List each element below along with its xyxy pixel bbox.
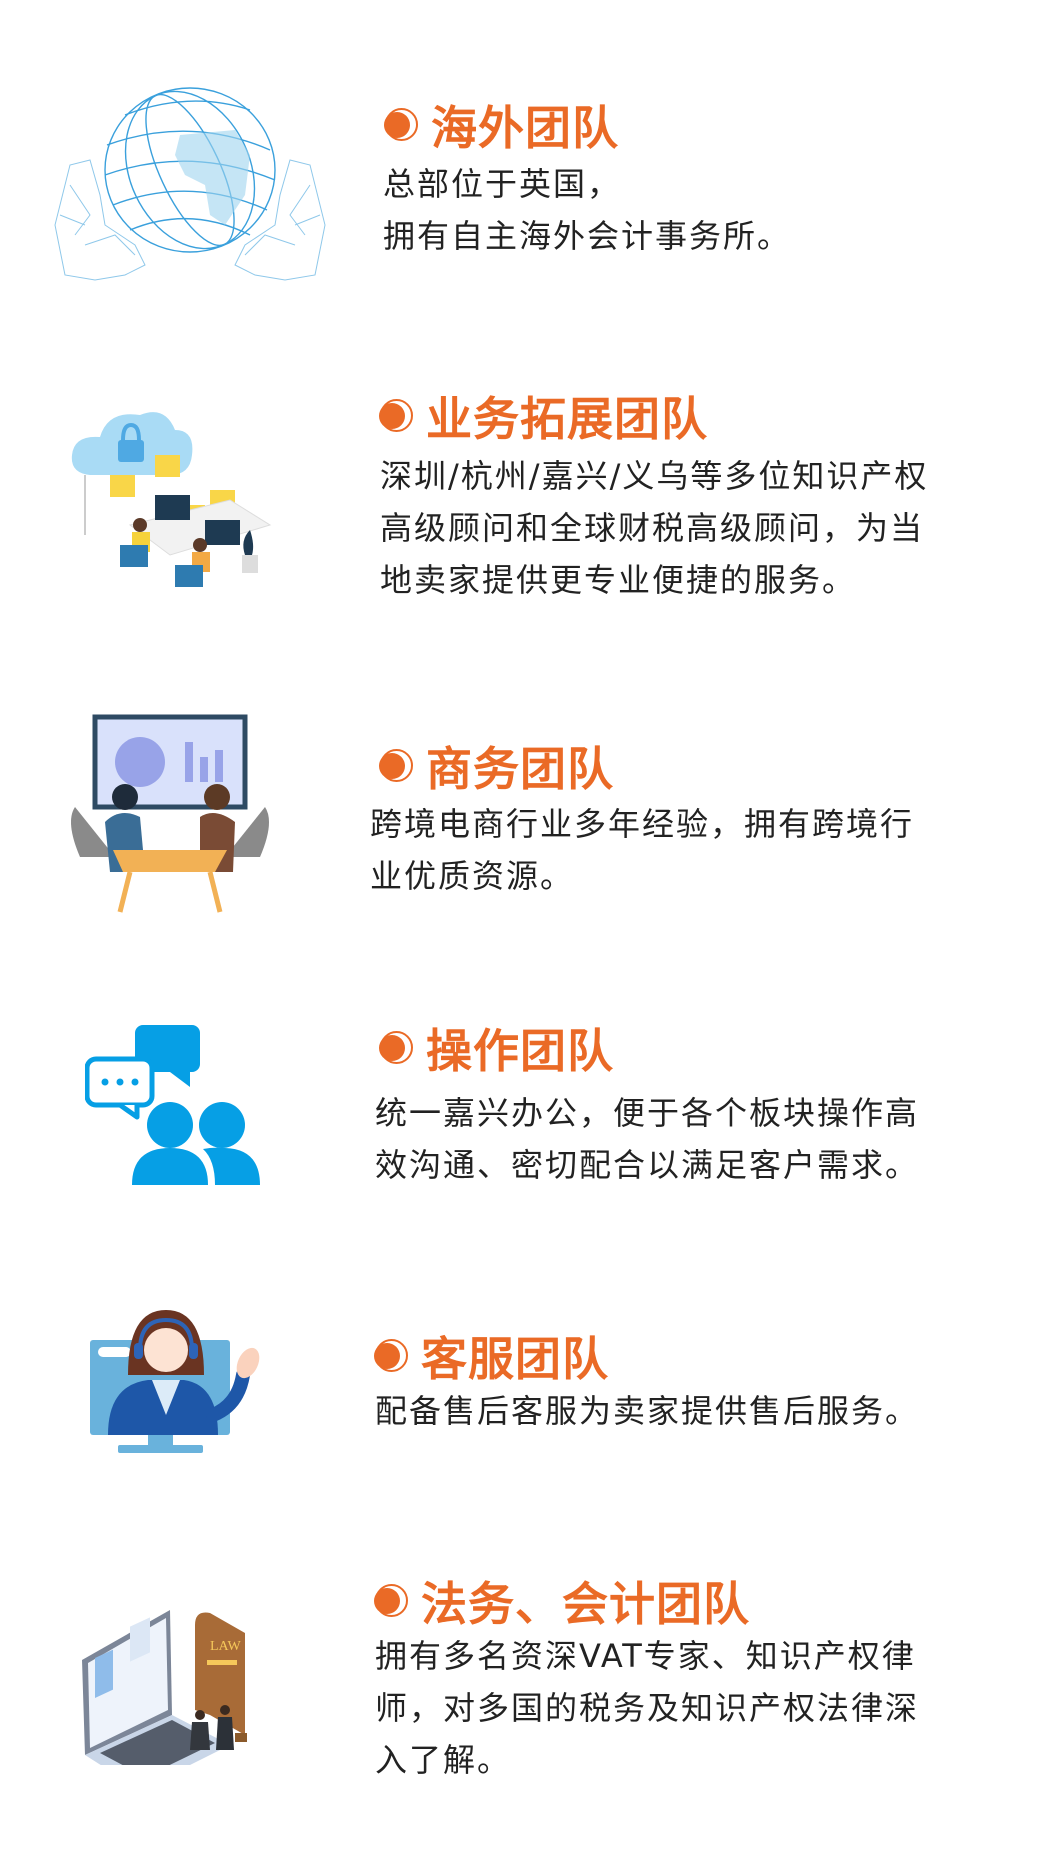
section-title: 法务、会计团队	[421, 1577, 750, 1631]
section-heading: 客服团队	[373, 1323, 609, 1389]
office-team-cloud-icon	[60, 395, 290, 605]
team-chat-icon	[84, 1025, 265, 1190]
description-line: 跨境电商行业多年经验，拥有跨境行	[370, 805, 915, 843]
section-heading: 业务拓展团队	[378, 383, 708, 449]
section-title: 操作团队	[426, 1024, 614, 1078]
description-line: 配备售后客服为卖家提供售后服务。	[375, 1392, 920, 1430]
section-heading: 海外团队	[383, 92, 619, 158]
section-description: 拥有多名资深VAT专家、知识产权律 师，对多国的税务及知识产权法律深 入了解。	[375, 1630, 919, 1786]
section-title: 商务团队	[426, 742, 614, 796]
description-line: 统一嘉兴办公，便于各个板块操作高	[375, 1094, 920, 1132]
section-heading: 法务、会计团队	[373, 1568, 750, 1634]
description-line: 拥有自主海外会计事务所。	[383, 217, 792, 255]
section-description: 总部位于英国， 拥有自主海外会计事务所。	[383, 158, 791, 262]
business-handshake-icon	[65, 712, 275, 917]
section-title: 海外团队	[431, 101, 619, 155]
description-line: 深圳/杭州/嘉兴/义乌等多位知识产权	[380, 457, 929, 495]
section-description: 深圳/杭州/嘉兴/义乌等多位知识产权 高级顾问和全球财税高级顾问，为当 地卖家提…	[380, 450, 928, 606]
description-line: 师，对多国的税务及知识产权法律深	[375, 1689, 920, 1727]
bullet-icon	[378, 747, 416, 785]
description-line: 入了解。	[375, 1741, 512, 1779]
bullet-icon	[383, 106, 421, 144]
globe-hands-icon	[45, 75, 335, 290]
section-description: 配备售后客服为卖家提供售后服务。	[375, 1385, 919, 1437]
description-line: 业优质资源。	[370, 857, 575, 895]
description-line: 总部位于英国，	[383, 165, 622, 203]
section-title: 客服团队	[421, 1332, 609, 1386]
section-title: 业务拓展团队	[426, 392, 708, 446]
law-book-label: LAW	[210, 1639, 242, 1654]
section-heading: 操作团队	[378, 1015, 614, 1081]
bullet-icon	[373, 1337, 411, 1375]
bullet-icon	[373, 1582, 411, 1620]
description-line: 地卖家提供更专业便捷的服务。	[380, 561, 857, 599]
law-laptop-icon: LAW	[80, 1605, 265, 1790]
section-description: 跨境电商行业多年经验，拥有跨境行 业优质资源。	[370, 798, 914, 902]
description-line: 拥有多名资深VAT专家、知识产权律	[375, 1637, 916, 1675]
description-line: 效沟通、密切配合以满足客户需求。	[375, 1146, 920, 1184]
bullet-icon	[378, 1029, 416, 1067]
section-description: 统一嘉兴办公，便于各个板块操作高 效沟通、密切配合以满足客户需求。	[375, 1087, 919, 1191]
customer-service-icon	[88, 1305, 268, 1455]
section-heading: 商务团队	[378, 733, 614, 799]
bullet-icon	[378, 397, 416, 435]
description-line: 高级顾问和全球财税高级顾问，为当	[380, 509, 925, 547]
